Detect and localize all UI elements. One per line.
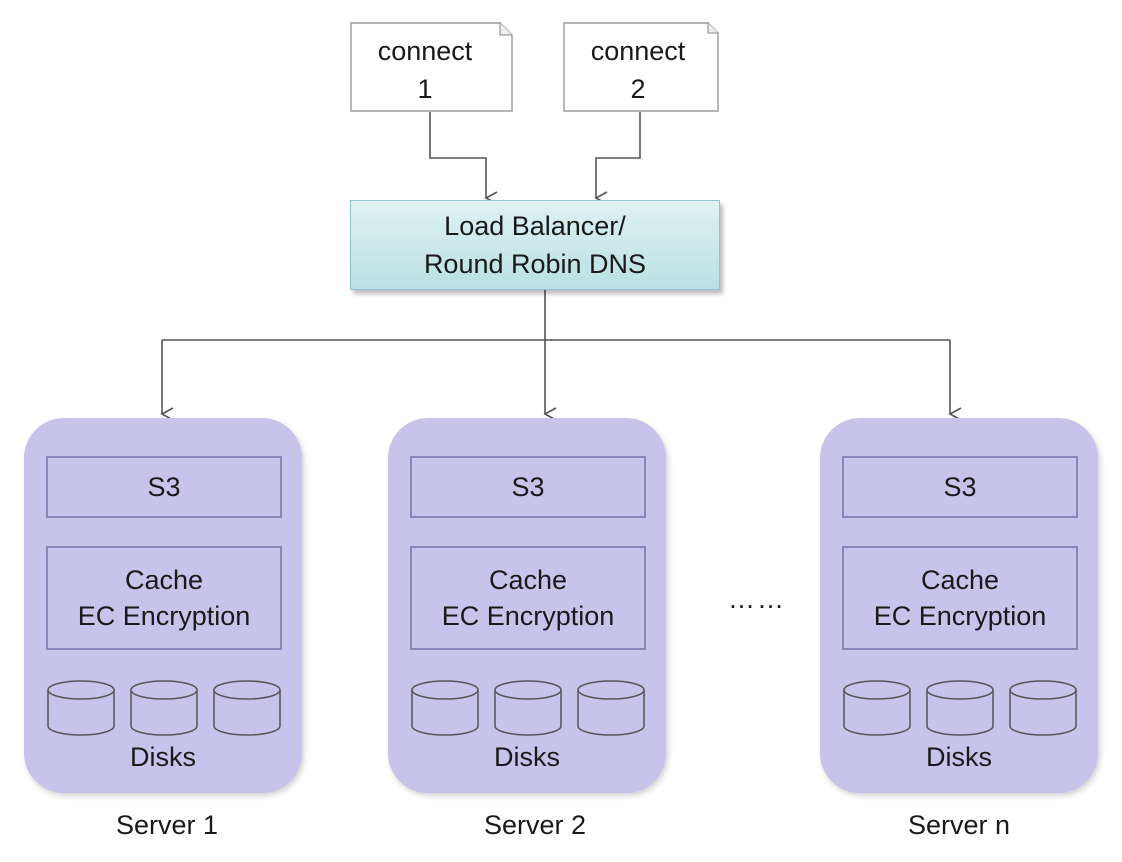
server-n-label: Server n xyxy=(907,810,1011,840)
s3-layer: S3 xyxy=(410,456,646,518)
connect2-arrow xyxy=(594,112,641,205)
cache-label: Cache xyxy=(124,565,204,595)
disk-icon xyxy=(926,680,994,736)
disk-icon xyxy=(577,680,645,736)
connect-2-number: 2 xyxy=(630,74,646,104)
disks-label: Disks xyxy=(130,742,196,772)
s3-layer: S3 xyxy=(46,456,282,518)
cache-layer: Cache EC Encryption xyxy=(410,546,646,650)
connect-2-label: connect xyxy=(590,36,686,66)
load-balancer-line2: Round Robin DNS xyxy=(423,249,647,279)
disk-icon xyxy=(494,680,562,736)
disks-label: Disks xyxy=(494,742,560,772)
server-1-label: Server 1 xyxy=(115,810,219,840)
server-2-label: Server 2 xyxy=(483,810,587,840)
cache-layer: Cache EC Encryption xyxy=(46,546,282,650)
disks-label: Disks xyxy=(926,742,992,772)
disk-icon xyxy=(213,680,281,736)
connect-2-note: connect 2 xyxy=(563,22,733,112)
cache-layer: Cache EC Encryption xyxy=(842,546,1078,650)
load-balancer-box: Load Balancer/ Round Robin DNS xyxy=(350,200,720,290)
load-balancer-line1: Load Balancer/ xyxy=(444,211,626,241)
ec-encryption-label: EC Encryption xyxy=(77,601,251,631)
server-2-node: S3 Cache EC Encryption Disks xyxy=(388,418,666,793)
disk-icon xyxy=(1009,680,1077,736)
ec-encryption-label: EC Encryption xyxy=(873,601,1047,631)
server-1-node: S3 Cache EC Encryption Disks xyxy=(24,418,302,793)
s3-layer: S3 xyxy=(842,456,1078,518)
cache-label: Cache xyxy=(488,565,568,595)
disk-icon xyxy=(47,680,115,736)
disk-icon xyxy=(411,680,479,736)
connect-1-label: connect xyxy=(377,36,473,66)
connect-1-number: 1 xyxy=(417,74,433,104)
cache-label: Cache xyxy=(920,565,1000,595)
server-n-node: S3 Cache EC Encryption Disks xyxy=(820,418,1098,793)
connect1-arrow xyxy=(429,112,498,205)
more-servers-ellipsis: …… xyxy=(728,584,786,614)
connect-1-note: connect 1 xyxy=(350,22,520,112)
disk-icon xyxy=(843,680,911,736)
disk-icon xyxy=(130,680,198,736)
ec-encryption-label: EC Encryption xyxy=(441,601,615,631)
